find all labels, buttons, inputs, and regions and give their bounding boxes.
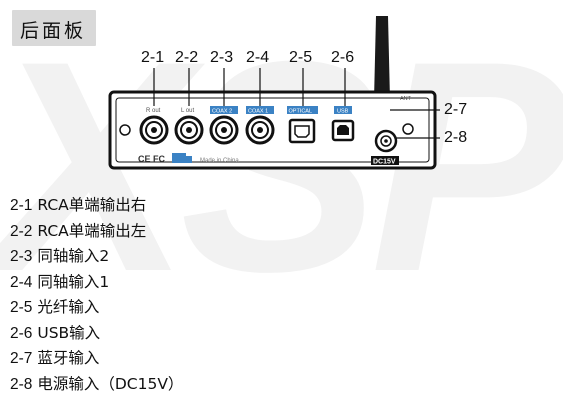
item-code: 2-1 (10, 197, 33, 214)
label-coax2: COAX 2 (212, 109, 232, 115)
callout-2-1: 2-1 (141, 49, 165, 66)
optical-port-icon (288, 118, 316, 144)
label-ant: ANT (400, 96, 412, 102)
rca-jack-coax2 (209, 115, 239, 145)
recycle-bin-icon (172, 153, 192, 163)
list-item: 2-3 同轴输入2 (10, 244, 183, 270)
screw-right (402, 123, 414, 135)
screw-left (119, 124, 131, 136)
callout-2-4: 2-4 (246, 49, 270, 66)
list-item: 2-7 蓝牙输入 (10, 346, 183, 372)
list-item: 2-1 RCA单端输出右 (10, 193, 183, 219)
callout-2-3: 2-3 (210, 49, 234, 66)
item-desc: 光纤输入 (37, 298, 100, 316)
list-item: 2-4 同轴输入1 (10, 270, 183, 296)
item-code: 2-5 (10, 299, 33, 316)
callout-2-5: 2-5 (289, 49, 313, 66)
rca-jack-r-out (139, 115, 169, 145)
compliance-marks: CE FC (138, 154, 166, 164)
made-in-label: Made in China (200, 158, 239, 164)
label-optical: OPTICAL (289, 109, 313, 115)
rca-jack-l-out (174, 115, 204, 145)
label-r-out: R out (146, 108, 161, 114)
rca-jack-coax1 (245, 115, 275, 145)
callout-2-2: 2-2 (175, 49, 199, 66)
item-code: 2-7 (10, 350, 33, 367)
list-item: 2-5 光纤输入 (10, 295, 183, 321)
item-desc: 同轴输入1 (37, 272, 110, 291)
item-desc: 电源输入（DC15V） (37, 374, 184, 393)
item-desc: RCA单端输出右 (37, 196, 147, 214)
usb-b-port-icon (331, 119, 355, 142)
item-code: 2-3 (10, 248, 33, 265)
dc-power-jack-icon (374, 129, 398, 153)
callout-2-7: 2-7 (444, 101, 468, 118)
item-code: 2-8 (10, 375, 33, 393)
port-description-list: 2-1 RCA单端输出右 2-2 RCA单端输出左 2-3 同轴输入2 2-4 … (10, 193, 183, 397)
item-code: 2-6 (10, 324, 33, 342)
list-item: 2-8 电源输入（DC15V） (10, 372, 183, 398)
item-desc: 同轴输入2 (37, 247, 110, 265)
item-code: 2-4 (10, 273, 33, 291)
list-item: 2-2 RCA单端输出左 (10, 219, 183, 245)
callout-2-6: 2-6 (331, 49, 355, 66)
section-title: 后面板 (20, 20, 87, 42)
item-code: 2-2 (10, 222, 33, 240)
section-title-box: 后面板 (12, 10, 96, 46)
label-dc15v: DC15V (373, 159, 396, 166)
label-usb: USB (337, 109, 349, 115)
label-coax1: COAX 1 (248, 109, 268, 115)
callout-2-8: 2-8 (444, 129, 468, 146)
item-desc: 蓝牙输入 (37, 349, 100, 367)
item-desc: USB输入 (37, 323, 101, 342)
item-desc: RCA单端输出左 (37, 221, 147, 240)
list-item: 2-6 USB输入 (10, 321, 183, 347)
leader-lines (153, 68, 440, 139)
label-l-out: L out (181, 108, 194, 114)
